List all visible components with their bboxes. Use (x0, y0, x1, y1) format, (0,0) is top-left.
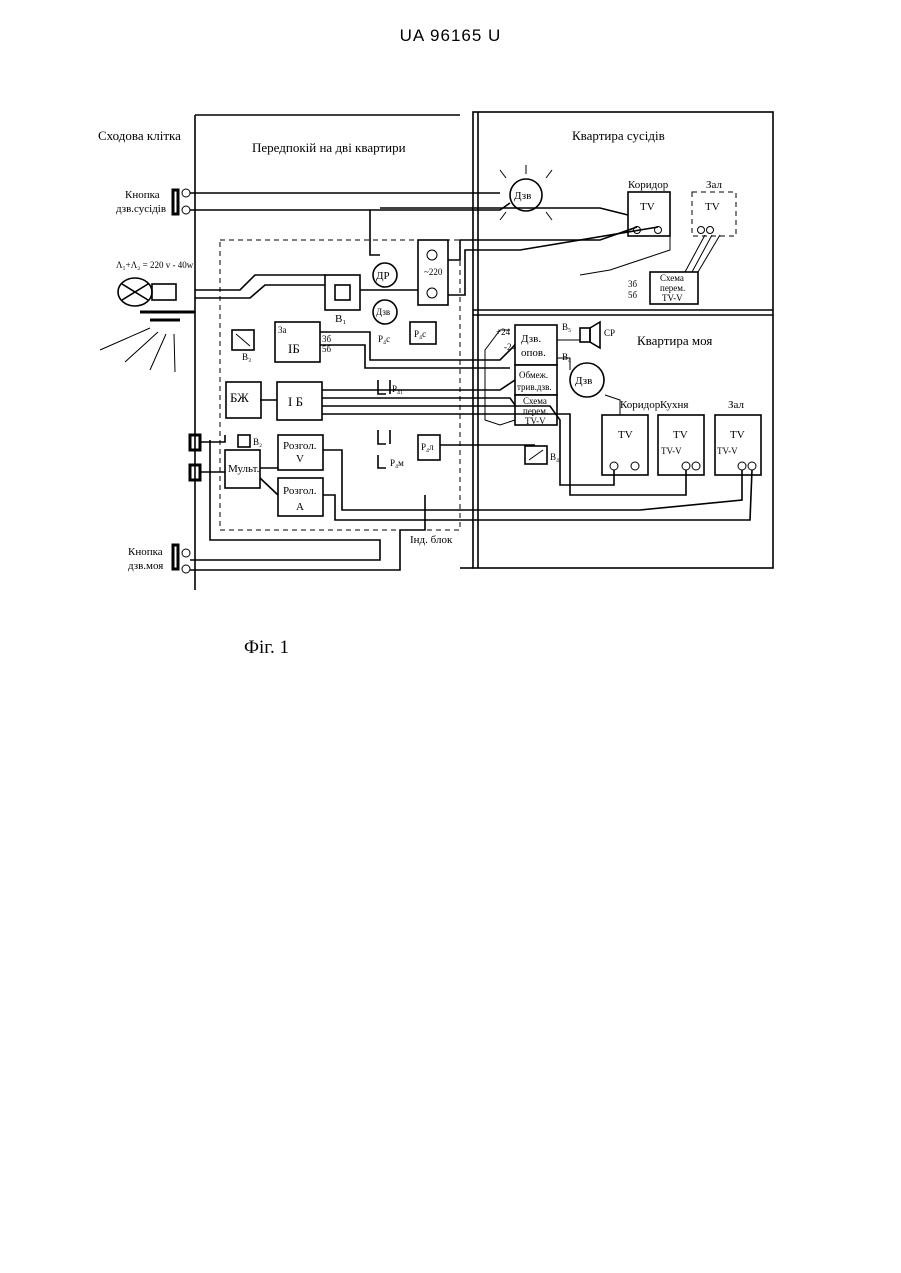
svg-text:Обмеж.: Обмеж. (519, 370, 548, 380)
svg-text:Схема: Схема (523, 396, 547, 406)
relay-r4c-contact: Р₄с (378, 334, 390, 344)
svg-text:TV: TV (673, 429, 688, 441)
region-my-apartment: Квартира моя (637, 333, 712, 348)
stairwell-lamp: Λ₁+Λ₂ = 220 v - 40w (100, 260, 195, 372)
circuit-diagram: Сходова клітка Передпокій на дві квартир… (80, 100, 780, 600)
svg-text:TV-V: TV-V (525, 416, 546, 426)
neighbors-hall-tv: Зал TV (692, 179, 736, 236)
ib-block: ІБ 3а 3б 5б (275, 322, 332, 362)
ind-block-label: Інд. блок (410, 534, 453, 546)
mains-terminal: ~220 (418, 240, 448, 305)
rozgol-a-block: Розгол. А (278, 478, 323, 516)
svg-text:3б: 3б (322, 334, 332, 344)
bzh-block: БЖ (226, 382, 261, 418)
svg-text:Схема: Схема (660, 273, 684, 283)
svg-text:Дзв: Дзв (514, 190, 531, 202)
my-kitchen-tv: Кухня TV TV-V (658, 399, 704, 475)
svg-text:TV-V: TV-V (717, 446, 738, 456)
svg-text:TV: TV (730, 429, 745, 441)
region-neighbors: Квартира сусідів (572, 128, 665, 143)
notify-block: Дзв. опов. Обмеж. трив.дзв. Схема перем.… (496, 322, 571, 426)
svg-text:Розгол.: Розгол. (283, 440, 317, 452)
svg-text:5б: 5б (628, 290, 638, 300)
switch-v3: В₃ (232, 330, 254, 362)
svg-text:Дзв: Дзв (575, 375, 592, 387)
svg-text:TV: TV (705, 201, 720, 213)
svg-text:Мульт.: Мульт. (228, 463, 260, 475)
svg-text:3а: 3а (278, 325, 287, 335)
svg-text:Зал: Зал (728, 399, 744, 411)
svg-text:В₂: В₂ (253, 437, 262, 447)
svg-text:Р₄с: Р₄с (414, 329, 426, 339)
svg-text:Λ₁+Λ₂ = 220 v - 40w: Λ₁+Λ₂ = 220 v - 40w (116, 260, 194, 270)
svg-text:трив.дзв.: трив.дзв. (517, 382, 552, 392)
svg-text:В₄: В₄ (550, 452, 559, 462)
svg-text:А: А (296, 501, 304, 513)
svg-text:Р₄л: Р₄л (421, 442, 434, 452)
my-bell: Дзв (570, 363, 604, 397)
neighbors-scheme-tvv: Схема перем. TV-V 3б 5б (628, 272, 698, 304)
svg-text:Коридор: Коридор (620, 399, 661, 411)
speaker-icon: СР (580, 322, 615, 348)
svg-text:Розгол.: Розгол. (283, 485, 317, 497)
mult-block: Мульт. (225, 450, 260, 488)
svg-text:СР: СР (604, 328, 615, 338)
hall-bell-label: Дзв (376, 307, 390, 317)
svg-text:Коридор: Коридор (628, 179, 669, 191)
region-stairwell: Сходова клітка (98, 128, 181, 143)
middle-relays: Р₄₁ Р₄м Р₄л (378, 380, 440, 468)
publication-number: UA 96165 U (0, 26, 901, 46)
my-hall-tv: Зал TV TV-V (715, 399, 761, 475)
svg-text:опов.: опов. (521, 347, 546, 359)
wiring (190, 193, 752, 570)
svg-text:БЖ: БЖ (230, 390, 249, 405)
svg-text:~220: ~220 (424, 267, 443, 277)
svg-text:В₁: В₁ (335, 313, 346, 325)
svg-text:TV-V: TV-V (661, 446, 682, 456)
my-bell-button: Кнопка дзв.моя (128, 545, 190, 573)
dr-label: ДР (376, 270, 390, 282)
rozgol-v-block: Розгол. V (278, 435, 323, 470)
region-hallway: Передпокій на дві квартири (252, 140, 406, 155)
svg-text:Зал: Зал (706, 179, 722, 191)
relay-v1: В₁ (325, 275, 360, 325)
relay-r4c: Р₄с (410, 322, 436, 344)
svg-text:Кнопка: Кнопка (128, 546, 163, 558)
svg-text:ІБ: ІБ (288, 341, 300, 356)
ib-lower-block: І Б (277, 382, 322, 420)
figure-caption: Фіг. 1 (244, 637, 289, 659)
svg-text:Кнопка: Кнопка (125, 189, 160, 201)
my-corridor-tv: Коридор TV (602, 399, 661, 475)
svg-text:перем.: перем. (660, 283, 685, 293)
svg-text:Р₄₁: Р₄₁ (392, 384, 403, 394)
svg-text:Дзв.: Дзв. (521, 333, 541, 345)
svg-text:І Б: І Б (288, 394, 303, 409)
switch-v4: В₄ (525, 446, 559, 464)
svg-text:В₅: В₅ (562, 322, 571, 332)
svg-text:дзв.сусідів: дзв.сусідів (116, 203, 166, 215)
svg-text:3б: 3б (628, 279, 638, 289)
svg-text:дзв.моя: дзв.моя (128, 560, 163, 572)
svg-text:TV: TV (640, 201, 655, 213)
svg-text:V: V (296, 453, 304, 465)
svg-text:Кухня: Кухня (660, 399, 688, 411)
svg-text:В₃: В₃ (242, 352, 251, 362)
svg-text:TV-V: TV-V (662, 293, 683, 303)
neighbors-bell-button: Кнопка дзв.сусідів (116, 189, 190, 215)
svg-text:TV: TV (618, 429, 633, 441)
switch-v2: В₂ (238, 435, 262, 447)
neighbors-bell: Дзв (500, 165, 552, 220)
svg-text:Р₄м: Р₄м (390, 458, 404, 468)
